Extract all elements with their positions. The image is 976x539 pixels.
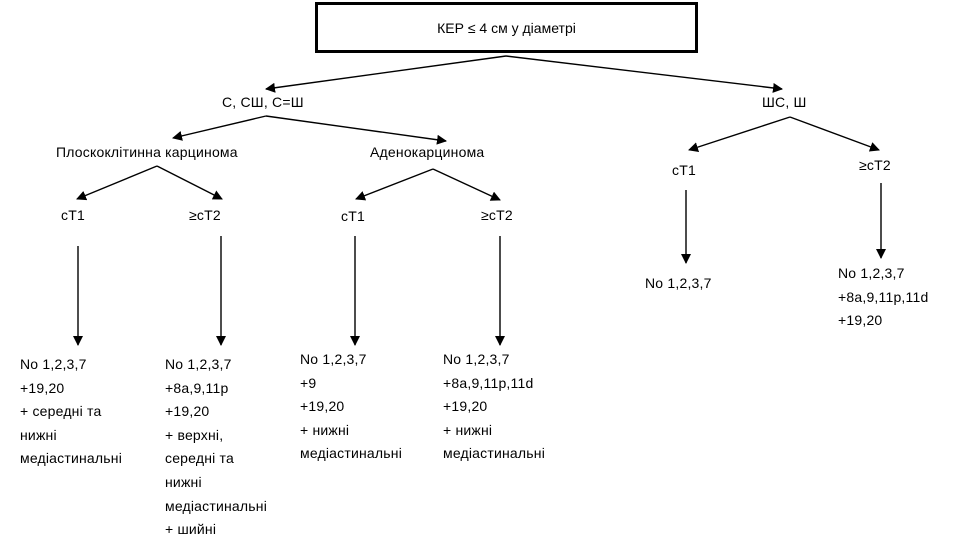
node-squamous-cell-carcinoma: Плоскоклітинна карцинома [56,144,238,160]
edge-left-adeno [265,115,447,145]
leaf-scc-ct1: No 1,2,3,7 +19,20 + середні та нижні мед… [20,356,123,467]
edge-scc-ct1 [76,165,158,201]
node-location-left: С, СШ, С=Ш [222,94,304,110]
edge-adeno-ct2 [432,168,501,201]
edge-right-ct2 [789,116,880,152]
node-adeno-ct2: ≥cT2 [481,207,513,223]
leaf-adeno-ct1: No 1,2,3,7 +9 +19,20 + нижні медіастинал… [300,351,403,462]
root-node: КЕР ≤ 4 см у діаметрі [315,2,698,53]
node-scc-ct1: cT1 [61,207,85,223]
edge-root-right [505,55,783,93]
leaf-adeno-ct2: No 1,2,3,7 +8a,9,11p,11d +19,20 + нижні … [443,351,546,462]
node-right-ct2: ≥cT2 [859,157,891,173]
leaf-right-ct1: No 1,2,3,7 [645,275,712,291]
node-location-right: ШС, Ш [762,94,807,110]
node-scc-ct2: ≥cT2 [189,207,221,223]
edge-right-ct1 [688,116,791,152]
leaf-scc-ct2: No 1,2,3,7 +8a,9,11p +19,20 + верхні, се… [165,356,268,538]
edge-adeno-ct1 [355,168,434,201]
edge-left-scc [172,115,267,141]
node-adenocarcinoma: Аденокарцинома [370,144,485,160]
edge-scc-ct2 [156,165,223,200]
edge-root-left [265,55,507,93]
root-label: КЕР ≤ 4 см у діаметрі [437,19,576,36]
node-adeno-ct1: cT1 [341,208,365,224]
node-right-ct1: cT1 [672,162,696,178]
leaf-right-ct2: No 1,2,3,7 +8a,9,11p,11d +19,20 [838,265,929,329]
